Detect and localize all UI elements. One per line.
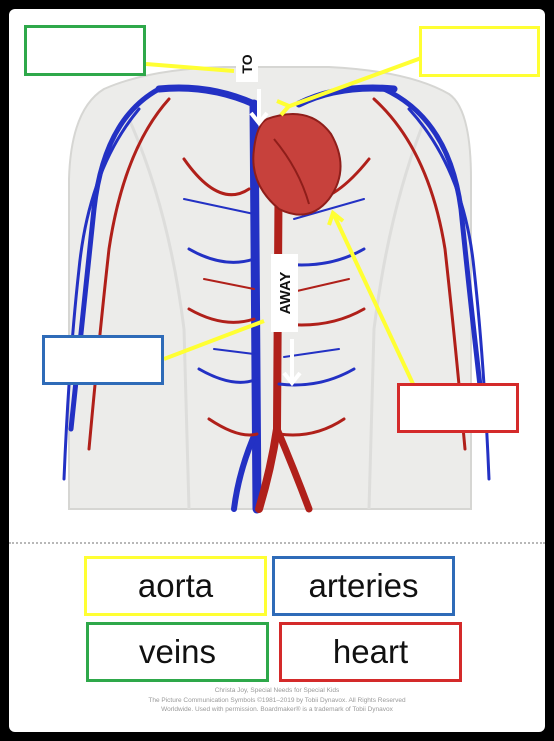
cut-line: [9, 542, 545, 544]
word-card-arteries[interactable]: arteries: [272, 556, 455, 616]
word-card-label: heart: [333, 633, 408, 671]
word-card-label: aorta: [138, 567, 213, 605]
word-card-veins[interactable]: veins: [86, 622, 269, 682]
to-label: TO: [239, 54, 255, 73]
answer-box-top-right[interactable]: [419, 26, 540, 77]
answer-box-top-left[interactable]: [24, 25, 146, 76]
credit-line: Christa Joy, Special Needs for Special K…: [9, 686, 545, 696]
credit-line: The Picture Communication Symbols ©1981–…: [9, 696, 545, 706]
word-card-label: arteries: [308, 567, 418, 605]
word-card-heart[interactable]: heart: [279, 622, 462, 682]
answer-box-mid-left[interactable]: [42, 335, 164, 385]
credit-line: Worldwide. Used with permission. Boardma…: [9, 705, 545, 715]
answer-box-mid-right[interactable]: [397, 383, 519, 433]
credits: Christa Joy, Special Needs for Special K…: [9, 686, 545, 715]
away-label: AWAY: [277, 272, 294, 315]
circulatory-system-illustration: TO AWAY: [9, 9, 545, 529]
worksheet: TO AWAY aorta arteries veins heart C: [9, 9, 545, 732]
word-card-label: veins: [139, 633, 216, 671]
word-card-aorta[interactable]: aorta: [84, 556, 267, 616]
